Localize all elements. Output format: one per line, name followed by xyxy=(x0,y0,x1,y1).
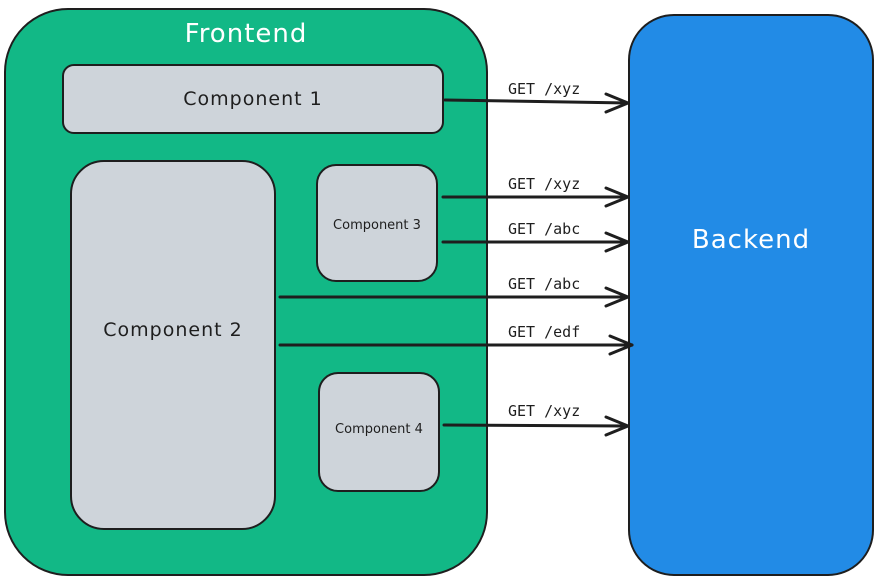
request-label-c1-xyz: GET /xyz xyxy=(508,80,581,98)
arrow-c3-xyz xyxy=(441,186,630,208)
component-3-label: Component 3 xyxy=(333,217,421,233)
request-label-c4-xyz: GET /xyz xyxy=(508,402,581,420)
component-3-box xyxy=(316,164,438,282)
component-1-box xyxy=(62,64,444,134)
arrow-c2-abc xyxy=(278,286,630,308)
component-4-label: Component 4 xyxy=(335,421,423,437)
backend-container xyxy=(628,14,874,576)
frontend-title: Frontend xyxy=(184,19,308,49)
arrow-c2-edf xyxy=(278,334,634,356)
backend-title: Backend xyxy=(691,225,811,255)
component-2-box xyxy=(70,160,276,530)
request-label-c3-abc: GET /abc xyxy=(508,220,581,238)
arrow-c3-abc xyxy=(441,231,630,253)
arrow-c1-xyz xyxy=(443,92,630,114)
component-4-box xyxy=(318,372,440,492)
request-label-c2-abc: GET /abc xyxy=(508,275,581,293)
component-2-label: Component 2 xyxy=(103,319,243,341)
request-label-c3-xyz: GET /xyz xyxy=(508,175,581,193)
component-1-label: Component 1 xyxy=(183,88,323,110)
request-label-c2-edf: GET /edf xyxy=(508,323,581,341)
arrow-c4-xyz xyxy=(442,415,630,437)
